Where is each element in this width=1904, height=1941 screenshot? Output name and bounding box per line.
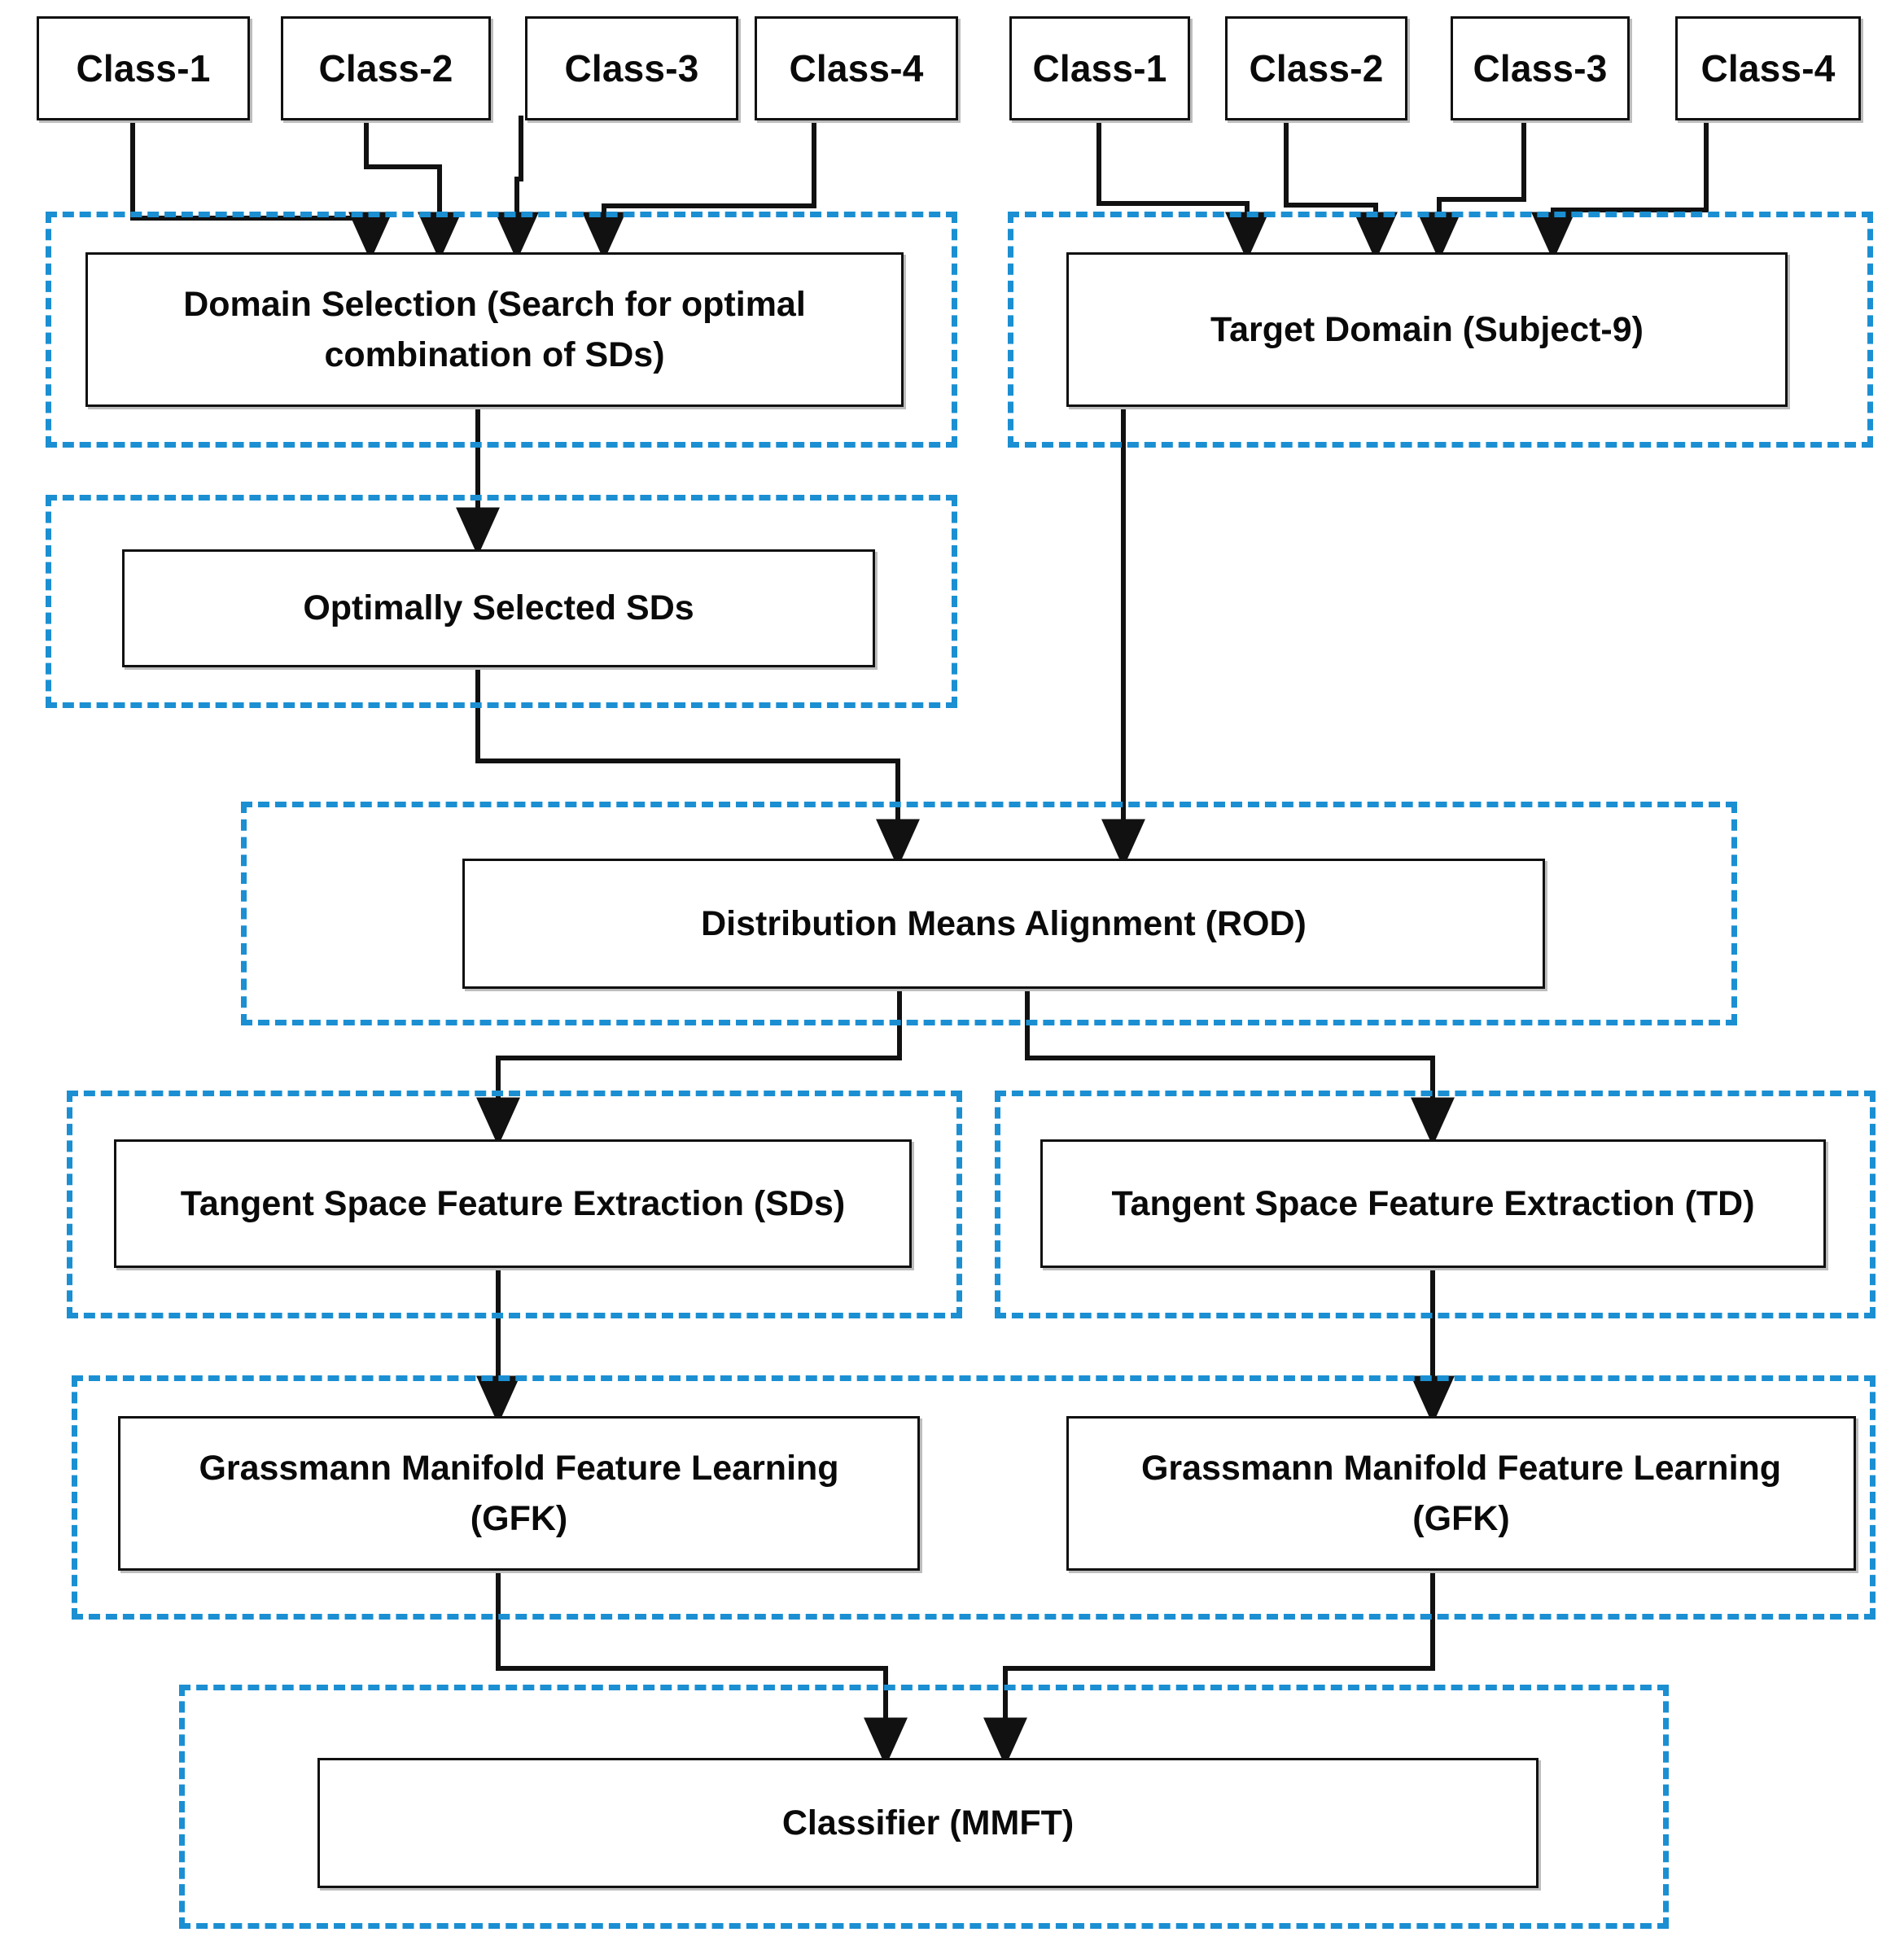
node-classifier-label: Classifier (MMFT) [781, 1803, 1075, 1843]
target-class-box-1[interactable]: Class-1 [1009, 16, 1190, 120]
target-class-label-4: Class-4 [1700, 46, 1836, 90]
edge-tgt-class2-to-target-domain [1284, 116, 1398, 261]
target-class-box-4[interactable]: Class-4 [1675, 16, 1861, 120]
edge-src-class4-to-domain-selection [582, 116, 816, 261]
edge-alignment-to-tangent-sds [476, 985, 902, 1147]
source-class-box-4[interactable]: Class-4 [755, 16, 958, 120]
target-class-label-3: Class-3 [1473, 46, 1608, 90]
node-tangent-space-sds[interactable]: Tangent Space Feature Extraction (SDs) [114, 1139, 912, 1268]
source-class-box-3[interactable]: Class-3 [525, 16, 738, 120]
edge-tgt-class4-to-target-domain [1531, 116, 1709, 261]
node-gfk-right-label: Grassmann Manifold Feature Learning (GFK… [1140, 1448, 1782, 1538]
node-gfk-right[interactable]: Grassmann Manifold Feature Learning (GFK… [1066, 1416, 1856, 1571]
node-tangent-space-sds-label: Tangent Space Feature Extraction (SDs) [180, 1183, 846, 1223]
edge-optimal-sds-to-alignment [475, 665, 920, 868]
edge-alignment-to-tangent-td [1025, 985, 1455, 1147]
edge-tgt-class1-to-target-domain [1096, 116, 1269, 261]
source-class-box-2[interactable]: Class-2 [281, 16, 491, 120]
edge-tgt-class3-to-target-domain [1417, 116, 1526, 261]
node-tangent-space-td[interactable]: Tangent Space Feature Extraction (TD) [1040, 1139, 1826, 1268]
target-class-label-1: Class-1 [1032, 46, 1167, 90]
target-class-box-2[interactable]: Class-2 [1225, 16, 1407, 120]
edge-gfk-right-to-classifier [983, 1568, 1435, 1767]
target-class-label-2: Class-2 [1249, 46, 1384, 90]
node-domain-selection[interactable]: Domain Selection (Search for optimal com… [85, 252, 904, 407]
node-distribution-means-alignment[interactable]: Distribution Means Alignment (ROD) [462, 859, 1545, 989]
edge-src-class1-to-domain-selection [130, 116, 392, 261]
node-optimally-selected-sds[interactable]: Optimally Selected SDs [122, 549, 875, 667]
node-gfk-left-label: Grassmann Manifold Feature Learning (GFK… [199, 1448, 839, 1538]
source-class-label-1: Class-1 [76, 46, 211, 90]
node-target-domain-label: Target Domain (Subject-9) [1210, 309, 1644, 349]
node-target-domain[interactable]: Target Domain (Subject-9) [1066, 252, 1788, 407]
source-class-label-2: Class-2 [318, 46, 453, 90]
edge-gfk-left-to-classifier [496, 1568, 908, 1767]
node-tangent-space-td-label: Tangent Space Feature Extraction (TD) [1111, 1183, 1755, 1223]
source-class-box-1[interactable]: Class-1 [37, 16, 250, 120]
node-classifier[interactable]: Classifier (MMFT) [317, 1758, 1539, 1888]
target-class-box-3[interactable]: Class-3 [1451, 16, 1630, 120]
edge-src-class2-to-domain-selection [364, 116, 462, 261]
node-gfk-left[interactable]: Grassmann Manifold Feature Learning (GFK… [118, 1416, 920, 1571]
node-optimally-selected-sds-label: Optimally Selected SDs [303, 588, 694, 628]
source-class-label-4: Class-4 [789, 46, 924, 90]
edge-src-class3-to-domain-selection [495, 116, 539, 261]
source-class-label-3: Class-3 [564, 46, 699, 90]
node-domain-selection-label: Domain Selection (Search for optimal com… [183, 284, 806, 374]
node-distribution-means-alignment-label: Distribution Means Alignment (ROD) [701, 903, 1307, 943]
